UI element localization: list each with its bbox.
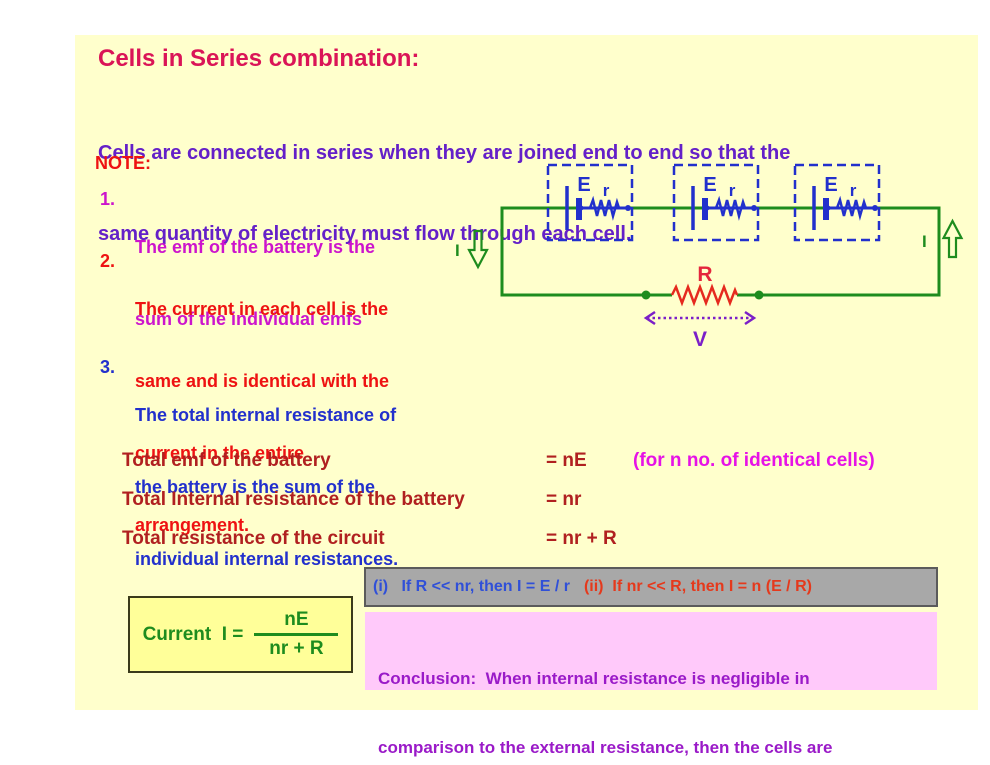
total-circuit-resistance-label: Total resistance of the circuit xyxy=(122,528,385,549)
total-circuit-resistance-value: = nr + R xyxy=(546,528,617,549)
note-item-2-line-4: arrangement. xyxy=(135,515,250,535)
note-item-3-line-3: individual internal resistances. xyxy=(135,549,399,569)
note-item-3-line-2: the battery is the sum of the xyxy=(135,477,376,497)
note-item-2-number: 2. xyxy=(100,251,116,271)
note-item-1-line-2: sum of the individual emfs xyxy=(135,309,363,329)
cell-unit-2 xyxy=(674,165,758,240)
fraction-numerator: nE xyxy=(284,609,309,630)
current-formula-box: Current I = nE nr + R xyxy=(128,596,353,673)
note-item-3: 3. The total internal resistance of the … xyxy=(100,355,398,619)
note-item-2-line-3: current in the entire xyxy=(135,443,305,463)
current-label-right: I xyxy=(922,232,927,251)
current-arrow-down-icon xyxy=(467,229,489,270)
voltage-arrowhead-right-icon xyxy=(744,310,757,326)
note-item-1: 1. The emf of the battery is the sum of … xyxy=(100,187,375,379)
current-arrow-up-icon xyxy=(941,218,964,259)
note-item-3-line-1: The total internal resistance of xyxy=(135,405,397,425)
fraction-bar xyxy=(254,633,339,636)
current-label-left: I xyxy=(455,241,460,260)
limiting-cases-box: (i) If R << nr, then I = E / r (ii) If n… xyxy=(364,567,938,607)
voltage-arrowhead-left-icon xyxy=(643,310,656,326)
slide-title: Cells in Series combination: xyxy=(98,45,420,72)
total-internal-resistance-label: Total Internal resistance of the battery xyxy=(122,489,465,510)
current-formula-prefix: Current I = xyxy=(142,623,244,645)
intro-text: Cells are connected in series when they … xyxy=(98,86,790,302)
note-item-1-text: The emf of the battery is the sum of the… xyxy=(135,187,375,379)
total-internal-resistance-value: = nr xyxy=(546,489,582,510)
case-i-text: (i) If R << nr, then I = E / r xyxy=(373,578,570,595)
case-ii-text: (ii) If nr << R, then I = n (E / R) xyxy=(583,578,812,595)
note-item-2-text: The current in each cell is the same and… xyxy=(135,249,389,585)
cell-unit-1 xyxy=(548,165,632,240)
conclusion-line-2: comparison to the external resistance, t… xyxy=(378,738,833,757)
conclusion-line-1: Conclusion: When internal resistance is … xyxy=(378,669,810,688)
total-emf-note: (for n no. of identical cells) xyxy=(633,450,875,471)
note-heading: NOTE: xyxy=(95,153,151,173)
external-resistor-label: R xyxy=(697,263,712,286)
series-circuit-diagram: E r I I R V xyxy=(455,150,964,351)
junction-dot-left xyxy=(641,290,651,300)
junction-dot-right xyxy=(754,290,764,300)
external-resistor-zigzag xyxy=(670,283,739,307)
note-item-2-line-2: same and is identical with the xyxy=(135,371,390,391)
note-item-3-number: 3. xyxy=(100,357,116,377)
intro-line-1: Cells are connected in series when they … xyxy=(98,142,791,164)
note-item-2: 2. The current in each cell is the same … xyxy=(100,249,389,585)
cell-unit-3 xyxy=(795,165,879,240)
total-emf-label: Total emf of the battery xyxy=(122,450,331,471)
voltage-label: V xyxy=(693,328,707,351)
note-item-2-line-1: The current in each cell is the xyxy=(135,299,389,319)
note-item-1-line-1: The emf of the battery is the xyxy=(135,237,376,257)
conclusion-box: Conclusion: When internal resistance is … xyxy=(365,612,937,757)
current-formula-fraction: nE nr + R xyxy=(254,609,339,660)
note-item-1-number: 1. xyxy=(100,189,116,209)
fraction-denominator: nr + R xyxy=(269,638,324,659)
note-item-3-text: The total internal resistance of the bat… xyxy=(135,355,398,619)
total-emf-value: = nE xyxy=(546,450,587,471)
